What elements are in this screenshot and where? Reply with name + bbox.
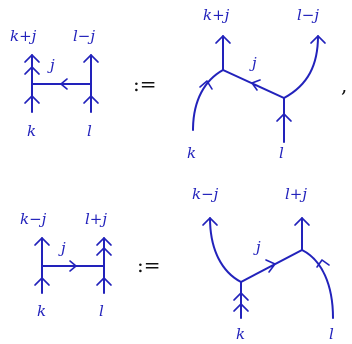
- lhs2-bottom-right-label: l: [99, 302, 104, 320]
- rhs2-bottom-right-strand: [301, 249, 334, 319]
- relation-1-rhs-diagram: [192, 35, 326, 143]
- lhs2-left-bottom-arrow: [34, 277, 50, 286]
- relation-1-lhs-ladder: [24, 54, 99, 113]
- rhs2-top-left-label: k−j: [192, 185, 219, 203]
- relation-2-lhs-ladder: [34, 237, 112, 294]
- lhs1-right-bottom-arrow: [83, 95, 99, 104]
- rhs2-rung: [240, 249, 303, 283]
- lhs1-top-left-label: k+j: [10, 27, 37, 45]
- rhs1-rung-arrow: [251, 79, 261, 91]
- lhs1-right-top-arrow: [83, 54, 99, 63]
- definition-symbol-2: :=: [137, 253, 161, 277]
- lhs1-left-top-arrow: [24, 54, 40, 63]
- rhs2-bottom-right-label: l: [329, 325, 334, 343]
- lhs1-left-bottom-arrow: [24, 95, 40, 104]
- lhs1-rung-label: j: [47, 56, 55, 74]
- lhs1-left-mid-arrow: [24, 66, 40, 75]
- rhs2-rung-label: j: [253, 238, 261, 256]
- rhs1-bottom-right-arrow: [276, 113, 292, 122]
- rhs1-top-right-label: l−j: [297, 6, 319, 24]
- lhs2-right-top-arrow: [96, 237, 112, 246]
- definition-symbol-1: :=: [133, 72, 157, 96]
- lhs2-top-right-label: l+j: [85, 210, 107, 228]
- lhs2-right-bottom-arrow: [96, 277, 112, 286]
- rhs2-bottom-left-arrow: [233, 292, 249, 301]
- rhs1-bottom-right-label: l: [279, 144, 284, 162]
- rhs1-top-left-label: k+j: [203, 6, 230, 24]
- lhs1-bottom-right-label: l: [87, 122, 92, 140]
- lhs2-rung-arrow: [69, 260, 77, 272]
- rhs2-bottom-left-label: k: [236, 325, 245, 343]
- rhs1-top-right-arrow: [310, 35, 326, 44]
- rhs1-top-left-arrow: [215, 35, 231, 44]
- rhs2-bottom-left-lower-arrow: [233, 303, 249, 312]
- rhs2-bottom-right-arrow: [316, 259, 330, 268]
- rhs2-top-right-arrow: [294, 217, 310, 226]
- lhs1-rung-arrow: [60, 78, 68, 90]
- rhs1-bottom-left-label: k: [187, 144, 196, 162]
- lhs2-top-left-label: k−j: [20, 210, 47, 228]
- lhs2-bottom-left-label: k: [37, 302, 46, 320]
- rhs1-rung-label: j: [249, 54, 257, 72]
- lhs2-right-mid-arrow: [96, 247, 112, 256]
- lhs1-top-right-label: l−j: [73, 27, 95, 45]
- trailing-comma: ,: [341, 73, 347, 97]
- rhs1-bottom-left-arrow: [199, 80, 213, 90]
- rhs2-rung-arrow: [265, 259, 276, 273]
- rhs2-top-left-arrow: [202, 217, 218, 226]
- rhs2-top-right-label: l+j: [285, 185, 307, 203]
- lhs2-left-top-arrow: [34, 237, 50, 246]
- rhs1-top-right-strand: [283, 35, 319, 99]
- rhs2-top-left-strand: [209, 217, 242, 283]
- relation-2-rhs-diagram: [202, 217, 334, 319]
- rhs1-bottom-left-strand: [192, 69, 224, 131]
- lhs1-bottom-left-label: k: [27, 122, 36, 140]
- lhs2-rung-label: j: [58, 239, 66, 257]
